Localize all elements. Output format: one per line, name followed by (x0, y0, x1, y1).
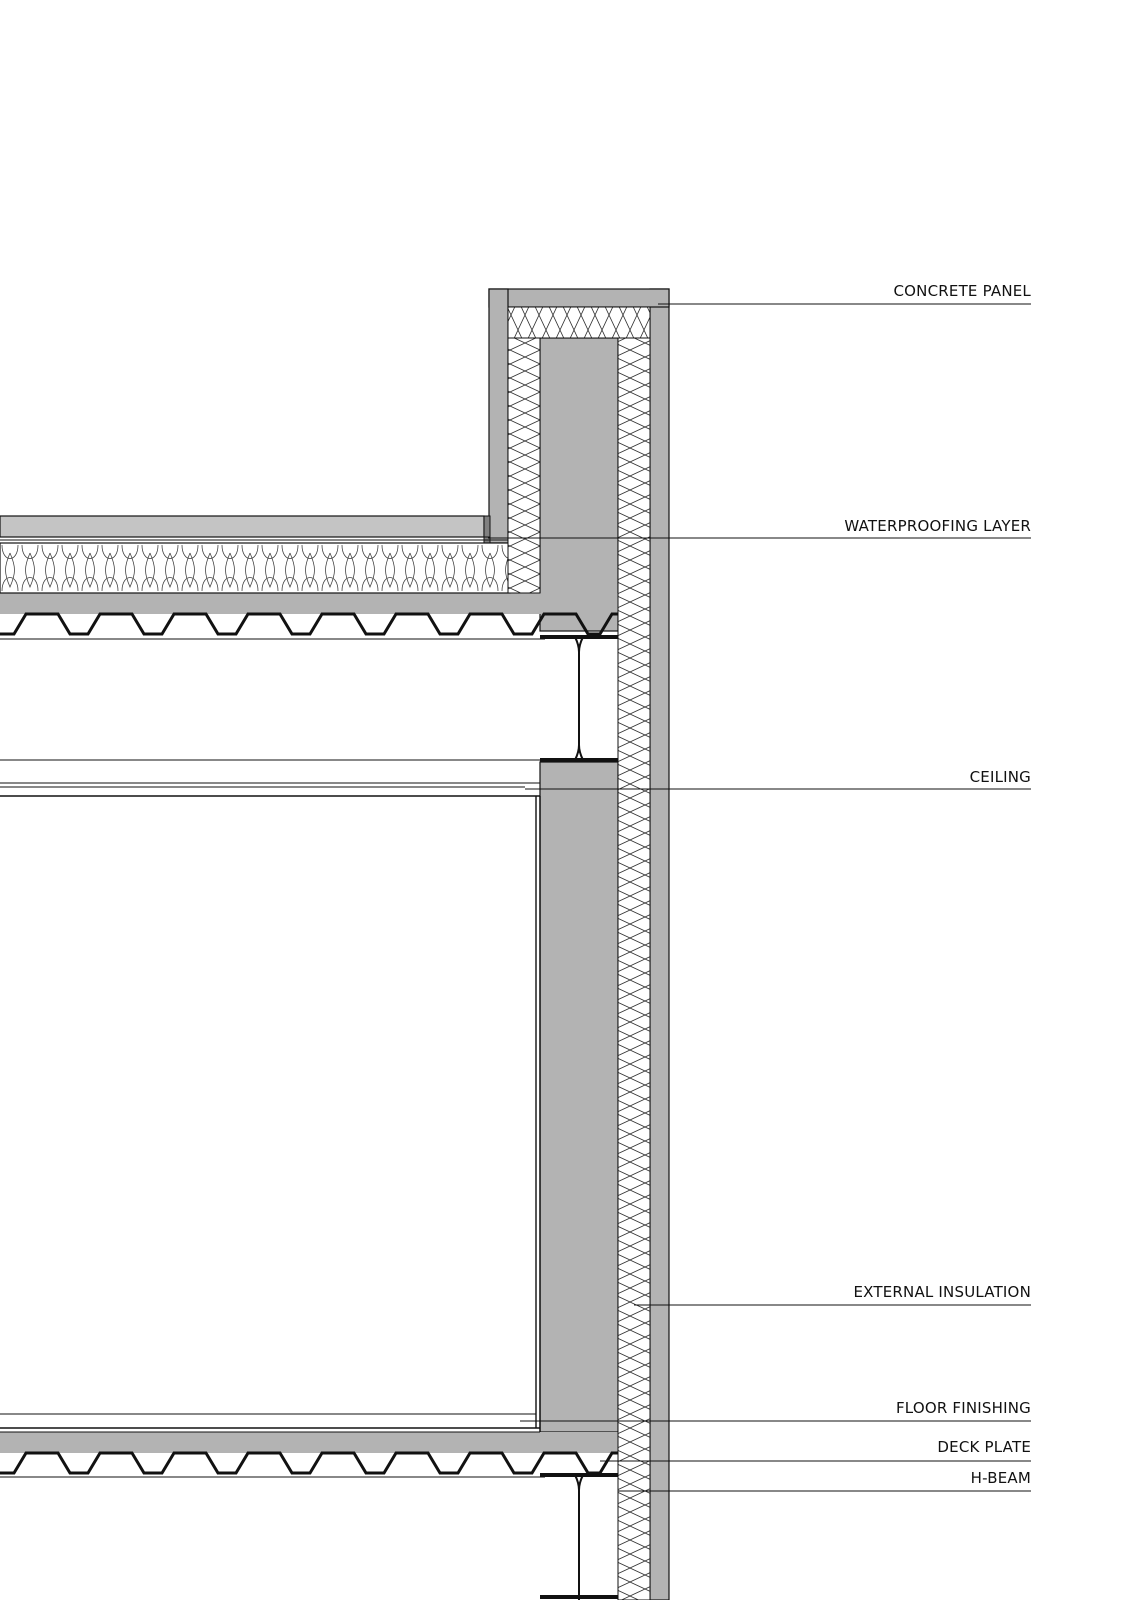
label-concrete-panel: CONCRETE PANEL (894, 282, 1032, 300)
waterproofing-membrane (483, 515, 491, 544)
roof-slab (0, 593, 618, 614)
wall-concrete (539, 761, 619, 1433)
h-beam-lower (540, 1473, 618, 1600)
deck-plate-upper (0, 612, 618, 636)
label-deck-plate: DECK PLATE (937, 1438, 1031, 1456)
parapet-inner-insulation (507, 337, 541, 594)
roof-insulation (0, 542, 511, 594)
parapet-core-concrete (539, 337, 619, 632)
deck-plate-lower (0, 1451, 618, 1475)
label-floor-finishing: FLOOR FINISHING (896, 1399, 1031, 1417)
floor-slab (0, 1432, 618, 1453)
label-waterproofing-layer: WATERPROOFING LAYER (844, 517, 1031, 535)
label-ceiling: CEILING (970, 768, 1031, 786)
concrete-panel-outer (649, 288, 670, 1600)
label-h-beam: H-BEAM (971, 1469, 1031, 1487)
interior-wall-lines (535, 796, 541, 1432)
concrete-structure (0, 288, 670, 1600)
parapet-cap (488, 288, 670, 308)
parapet-top-insulation (507, 306, 651, 339)
parapet-inner-concrete (488, 288, 509, 544)
leader-lines (488, 303, 1031, 1492)
h-beam-upper (540, 635, 618, 762)
roof-layers (0, 515, 508, 544)
floor-finishing-lines (0, 1413, 540, 1433)
external-insulation-strip (617, 337, 651, 1600)
label-external-insulation: EXTERNAL INSULATION (853, 1283, 1031, 1301)
ceiling-lines (0, 759, 540, 797)
roof-protection-layer (0, 515, 485, 538)
